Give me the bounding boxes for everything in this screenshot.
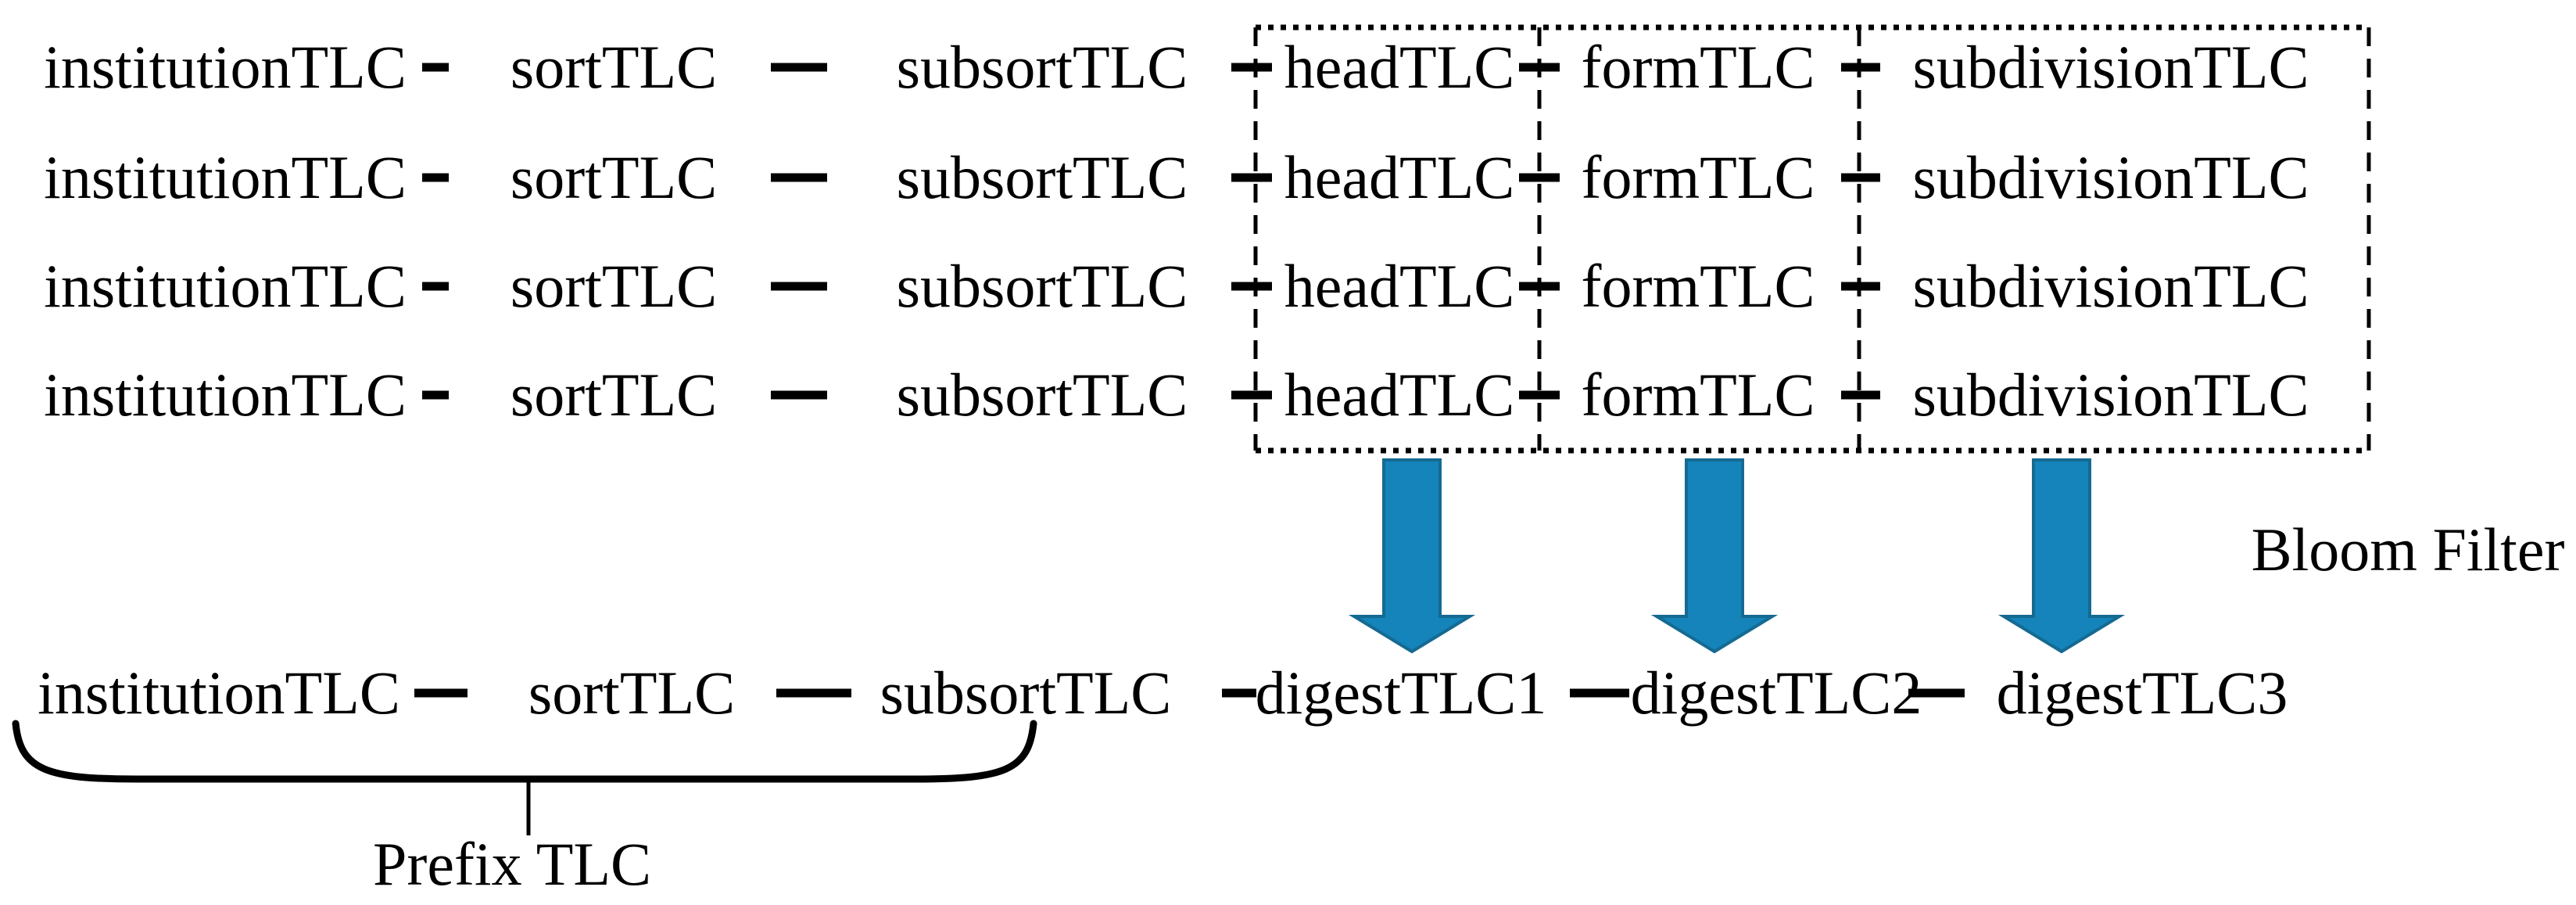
dash-connector (771, 282, 827, 291)
dash-connector (1519, 63, 1560, 72)
dash-connector (1231, 282, 1272, 291)
dash-connector (771, 173, 827, 182)
dash-connector (1908, 688, 1965, 698)
subdivision-tlc-label: subdivisionTLC (1912, 361, 2309, 429)
sort-tlc-label: sortTLC (510, 361, 718, 429)
digest-tlc2-label: digestTLC2 (1630, 659, 1922, 727)
subsort-tlc-label: subsortTLC (896, 33, 1188, 101)
sort-tlc-label: sortTLC (510, 143, 718, 211)
down-arrow-icon (1650, 458, 1779, 654)
head-tlc-label: headTLC (1284, 143, 1515, 211)
dash-connector (422, 390, 449, 400)
dash-connector (414, 688, 468, 698)
prefix-tlc-label: Prefix TLC (372, 830, 652, 898)
dash-connector (422, 282, 449, 291)
institution-tlc-label: institutionTLC (38, 659, 400, 727)
dash-connector (776, 688, 851, 698)
institution-tlc-label: institutionTLC (44, 252, 407, 320)
dash-connector (771, 390, 827, 400)
subsort-tlc-label: subsortTLC (896, 361, 1188, 429)
dash-connector (1841, 63, 1880, 72)
digest-tlc1-label: digestTLC1 (1255, 659, 1547, 727)
institution-tlc-label: institutionTLC (44, 143, 407, 211)
form-tlc-label: formTLC (1581, 361, 1815, 429)
dash-connector (1231, 390, 1272, 400)
sort-tlc-label: sortTLC (510, 33, 718, 101)
head-tlc-label: headTLC (1284, 252, 1515, 320)
dash-connector (422, 63, 449, 72)
institution-tlc-label: institutionTLC (44, 33, 407, 101)
form-tlc-label: formTLC (1581, 33, 1815, 101)
form-tlc-label: formTLC (1581, 143, 1815, 211)
dash-connector (1841, 390, 1880, 400)
dash-connector (1231, 63, 1272, 72)
dash-connector (1222, 688, 1256, 698)
dash-connector (1841, 173, 1880, 182)
dash-connector (1841, 282, 1880, 291)
subsort-tlc-label: subsortTLC (880, 659, 1172, 727)
digest-tlc3-label: digestTLC3 (1996, 659, 2288, 727)
head-tlc-label: headTLC (1284, 361, 1515, 429)
head-tlc-label: headTLC (1284, 33, 1515, 101)
form-tlc-label: formTLC (1581, 252, 1815, 320)
subsort-tlc-label: subsortTLC (896, 143, 1188, 211)
sort-tlc-label: sortTLC (528, 659, 736, 727)
institution-tlc-label: institutionTLC (44, 361, 407, 429)
prefix-brace (12, 720, 1037, 783)
dash-connector (771, 63, 827, 72)
subdivision-tlc-label: subdivisionTLC (1912, 33, 2309, 101)
down-arrow-icon (1997, 458, 2126, 654)
dash-connector (1231, 173, 1272, 182)
dash-connector (1519, 282, 1560, 291)
dash-connector (1519, 173, 1560, 182)
dash-connector (1519, 390, 1560, 400)
subdivision-tlc-label: subdivisionTLC (1912, 252, 2309, 320)
dash-connector (1570, 688, 1629, 698)
subdivision-tlc-label: subdivisionTLC (1912, 143, 2309, 211)
dash-connector (422, 173, 449, 182)
subsort-tlc-label: subsortTLC (896, 252, 1188, 320)
sort-tlc-label: sortTLC (510, 252, 718, 320)
down-arrow-icon (1348, 458, 1476, 654)
bloom-filter-label: Bloom Filter (2251, 515, 2565, 584)
